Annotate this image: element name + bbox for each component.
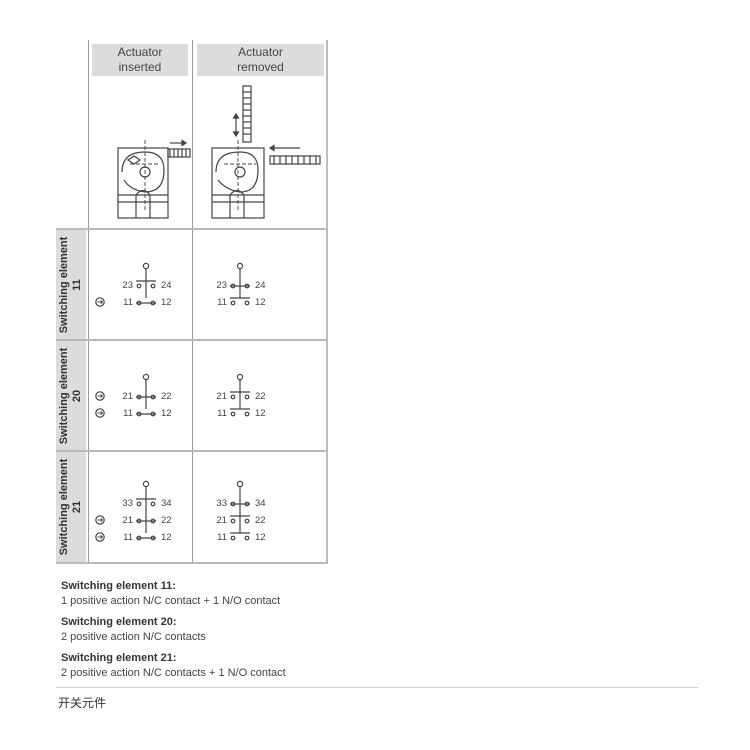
terminal-label-left: 11 xyxy=(123,532,133,543)
terminal-icon xyxy=(136,501,142,507)
grid-line xyxy=(326,40,328,563)
contact-group-removed xyxy=(230,373,250,417)
actuator-head-icon xyxy=(142,262,150,270)
terminal-label-right: 24 xyxy=(161,280,172,291)
terminal-label-left: 11 xyxy=(217,532,227,543)
terminal-label-right: 22 xyxy=(161,391,172,402)
desc-text-20: 2 positive action N/C contacts xyxy=(61,631,206,643)
terminal-icon xyxy=(230,518,236,524)
actuator-inserted-drawing xyxy=(117,139,191,219)
terminal-label-left: 33 xyxy=(122,498,133,509)
contact-group-removed xyxy=(230,262,250,306)
desc-title-21: Switching element 21: xyxy=(61,652,177,664)
contact-group-removed xyxy=(230,480,250,541)
desc-title-20: Switching element 20: xyxy=(61,616,177,628)
actuator-head-icon xyxy=(142,480,150,488)
terminal-label-right: 22 xyxy=(255,515,266,526)
terminal-icon xyxy=(244,394,250,400)
footer-divider xyxy=(56,687,698,688)
terminal-label-left: 21 xyxy=(216,515,227,526)
positive-opening-icon xyxy=(95,515,105,525)
terminal-label-left: 33 xyxy=(216,498,227,509)
terminal-icon xyxy=(244,300,250,306)
terminal-icon xyxy=(230,394,236,400)
terminal-icon xyxy=(230,411,236,417)
positive-opening-arrow xyxy=(97,517,104,523)
positive-opening-icon xyxy=(95,532,105,542)
positive-opening-icon xyxy=(95,408,105,418)
actuator-removed-drawing xyxy=(211,85,321,219)
grid-line xyxy=(56,339,328,341)
header-removed-line2: removed xyxy=(237,60,284,74)
contact-group-inserted xyxy=(95,480,156,542)
terminal-label-left: 23 xyxy=(122,280,133,291)
positive-opening-icon xyxy=(95,391,105,401)
terminal-icon xyxy=(150,501,156,507)
terminal-label-right: 12 xyxy=(255,297,266,308)
terminal-label-left: 11 xyxy=(217,408,227,419)
terminal-label-right: 22 xyxy=(255,391,266,402)
terminal-icon xyxy=(230,300,236,306)
terminal-icon xyxy=(244,535,250,541)
actuator-head-icon xyxy=(236,262,244,270)
positive-opening-arrow xyxy=(97,299,104,305)
positive-opening-arrow xyxy=(97,410,104,416)
positive-opening-arrow xyxy=(97,534,104,540)
terminal-icon xyxy=(244,411,250,417)
terminal-label-right: 22 xyxy=(161,515,172,526)
header-inserted-line2: inserted xyxy=(118,60,162,74)
grid-line xyxy=(88,228,89,563)
grid-line xyxy=(192,40,193,563)
desc-title-11: Switching element 11: xyxy=(61,580,176,592)
contact-group-inserted xyxy=(95,262,156,307)
actuator-head-icon xyxy=(142,373,150,381)
terminal-label-left: 21 xyxy=(122,515,133,526)
terminal-label-right: 12 xyxy=(161,532,172,543)
terminal-label-left: 11 xyxy=(217,297,227,308)
actuator-head-icon xyxy=(236,480,244,488)
grid-line xyxy=(56,228,328,230)
grid-line xyxy=(56,562,328,564)
terminal-label-right: 12 xyxy=(255,532,266,543)
terminal-label-left: 21 xyxy=(216,391,227,402)
terminal-label-right: 12 xyxy=(161,408,172,419)
terminal-label-left: 21 xyxy=(122,391,133,402)
terminal-icon xyxy=(244,518,250,524)
desc-text-21: 2 positive action N/C contacts + 1 N/O c… xyxy=(61,667,286,679)
header-removed-line1: Actuator xyxy=(238,45,283,59)
terminal-label-left: 11 xyxy=(123,297,133,308)
terminal-label-left: 23 xyxy=(216,280,227,291)
terminal-icon xyxy=(136,283,142,289)
terminal-icon xyxy=(150,283,156,289)
terminal-icon xyxy=(230,535,236,541)
terminal-label-right: 12 xyxy=(161,297,172,308)
terminal-label-left: 11 xyxy=(123,408,133,419)
footer-label: 开关元件 xyxy=(58,696,107,710)
positive-opening-arrow xyxy=(97,393,104,399)
positive-opening-icon xyxy=(95,297,105,307)
terminal-label-right: 34 xyxy=(255,498,266,509)
terminal-label-right: 24 xyxy=(255,280,266,291)
desc-text-11: 1 positive action N/C contact + 1 N/O co… xyxy=(61,595,281,607)
terminal-label-right: 12 xyxy=(255,408,266,419)
contact-group-inserted xyxy=(95,373,156,418)
grid-line xyxy=(56,450,328,452)
terminal-label-right: 34 xyxy=(161,498,172,509)
grid-line xyxy=(88,40,89,228)
header-inserted-line1: Actuator xyxy=(117,45,163,59)
actuator-head-icon xyxy=(236,373,244,381)
